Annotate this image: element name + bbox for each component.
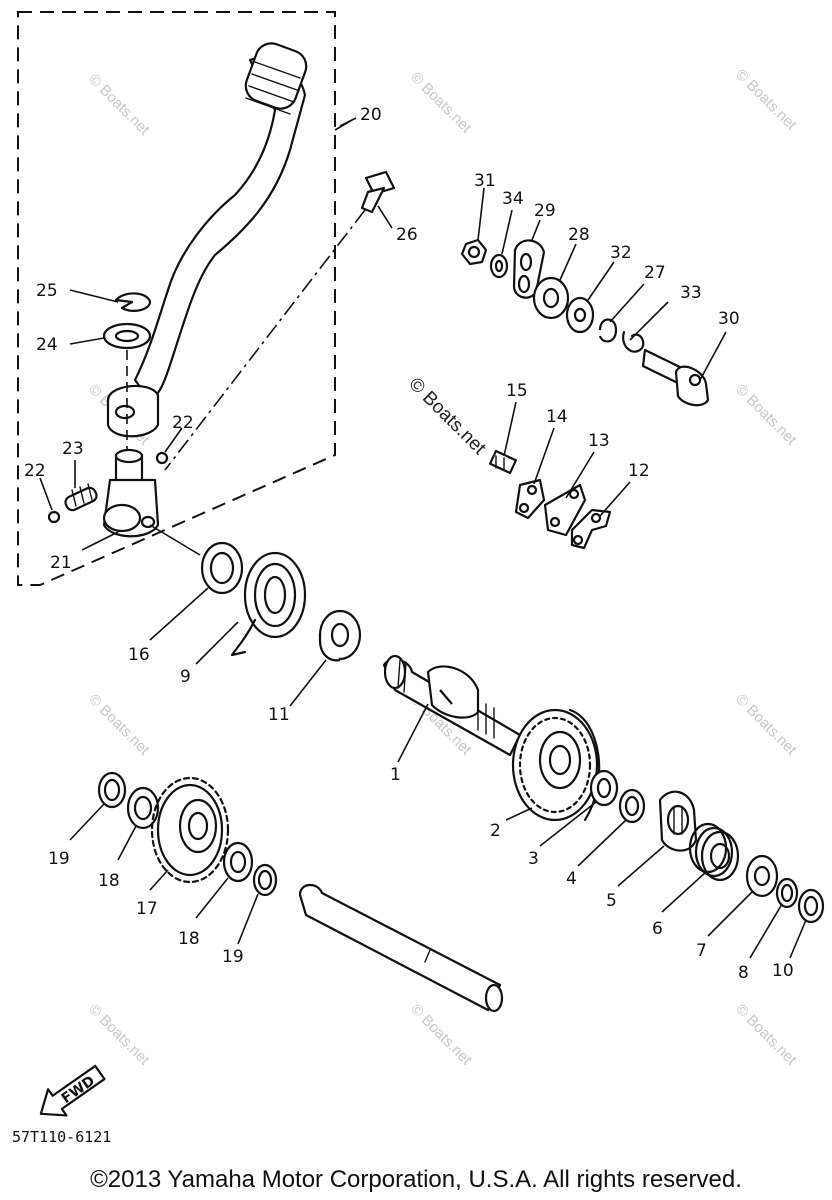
washer-7: [745, 854, 779, 898]
watermark: © Boats.net: [85, 691, 153, 759]
circlip-28: [598, 318, 618, 343]
watermark: © Boats.net: [732, 1001, 800, 1069]
part-code: 57T110-6121: [12, 1128, 112, 1146]
circlip-19-lower: [252, 863, 278, 897]
label-21: 21: [50, 553, 72, 573]
label-33: 33: [680, 283, 702, 303]
label-7: 7: [696, 941, 707, 961]
label-17: 17: [136, 899, 158, 919]
label-34: 34: [502, 189, 524, 209]
bolt-26: [360, 170, 396, 214]
assembly-outline: [17, 11, 336, 586]
plate-30: [512, 239, 546, 299]
clip-25: [114, 292, 152, 312]
label-9: 9: [180, 667, 191, 687]
ball-22-right: [155, 451, 169, 465]
label-18-lower: 18: [178, 929, 200, 949]
spring-23: [64, 483, 98, 512]
washer-18-lower: [222, 841, 254, 883]
washer-18-upper: [126, 786, 160, 830]
plate-12: [570, 508, 612, 550]
label-16: 16: [128, 645, 150, 665]
label-23: 23: [62, 439, 84, 459]
part-labels: 20 26 25 24 22 23 22 21 31 34 29 28 32 2…: [24, 105, 794, 983]
copyright-notice: ©2013 Yamaha Motor Corporation, U.S.A. A…: [90, 1166, 742, 1193]
watermark: © Boats.net: [732, 66, 800, 134]
watermark: © Boats.net: [407, 1001, 475, 1069]
label-18-upper: 18: [98, 871, 120, 891]
label-22-right: 22: [172, 413, 194, 433]
circlip-4: [618, 788, 646, 824]
label-30: 29: [534, 201, 556, 221]
label-32: 32: [610, 243, 632, 263]
axis-line: [164, 209, 366, 471]
label-1: 1: [390, 765, 401, 785]
label-4: 4: [566, 869, 577, 889]
watermark: © Boats.net: [732, 691, 800, 759]
label-12: 12: [628, 461, 650, 481]
label-28: 27: [644, 263, 666, 283]
watermark: © Boats.net: [404, 374, 490, 460]
ball-22-left: [47, 510, 61, 524]
ratchet-5: [658, 790, 698, 852]
spring-6: [688, 822, 740, 882]
label-13: 13: [588, 431, 610, 451]
plate-14: [514, 478, 546, 520]
watermarks: © Boats.net © Boats.net © Boats.net © Bo…: [85, 66, 800, 1069]
label-10: 10: [772, 961, 794, 981]
washer-3: [589, 769, 619, 807]
circlip-8: [775, 877, 799, 909]
washer-24: [102, 322, 152, 350]
label-25: 25: [36, 281, 58, 301]
kick-boss-21: [102, 448, 160, 538]
label-15: 15: [506, 381, 528, 401]
kick-shaft-1: [382, 654, 522, 757]
label-5: 5: [606, 891, 617, 911]
collar-11: [318, 609, 362, 662]
label-26: 26: [396, 225, 418, 245]
bearing-29: [532, 276, 570, 320]
label-24: 24: [36, 335, 58, 355]
label-2: 2: [490, 821, 501, 841]
label-14: 14: [546, 407, 568, 427]
watermark: © Boats.net: [407, 69, 475, 137]
washer-32: [565, 296, 595, 334]
fwd-arrow-icon: FWD: [39, 1064, 106, 1117]
washer-34: [489, 253, 509, 279]
watermark: © Boats.net: [85, 1001, 153, 1069]
label-27: 30: [718, 309, 740, 329]
nut-31: [460, 238, 488, 266]
label-22-left: 22: [24, 461, 46, 481]
bolt-15: [488, 449, 518, 475]
label-6: 6: [652, 919, 663, 939]
spring-33: [622, 330, 645, 353]
circlip-19-upper: [97, 771, 127, 809]
reference-shaft: [298, 883, 504, 1013]
shaft-27: [641, 348, 710, 407]
watermark: © Boats.net: [85, 71, 153, 139]
label-19-lower: 19: [222, 947, 244, 967]
circlip-10: [797, 888, 825, 924]
label-8: 8: [738, 963, 749, 983]
torsion-spring-9: [230, 551, 307, 657]
label-11: 11: [268, 705, 290, 725]
kick-gear-2: [511, 708, 601, 822]
label-20: 20: [360, 105, 382, 125]
kick-crank-lever: [106, 42, 308, 438]
watermark: © Boats.net: [732, 381, 800, 449]
label-19-upper: 19: [48, 849, 70, 869]
oil-seal-16: [200, 541, 244, 595]
label-29: 28: [568, 225, 590, 245]
idler-gear-17: [150, 776, 230, 884]
plate-13: [543, 483, 587, 537]
leader-lines: [39, 117, 807, 959]
label-31: 31: [474, 171, 496, 191]
label-3: 3: [528, 849, 539, 869]
